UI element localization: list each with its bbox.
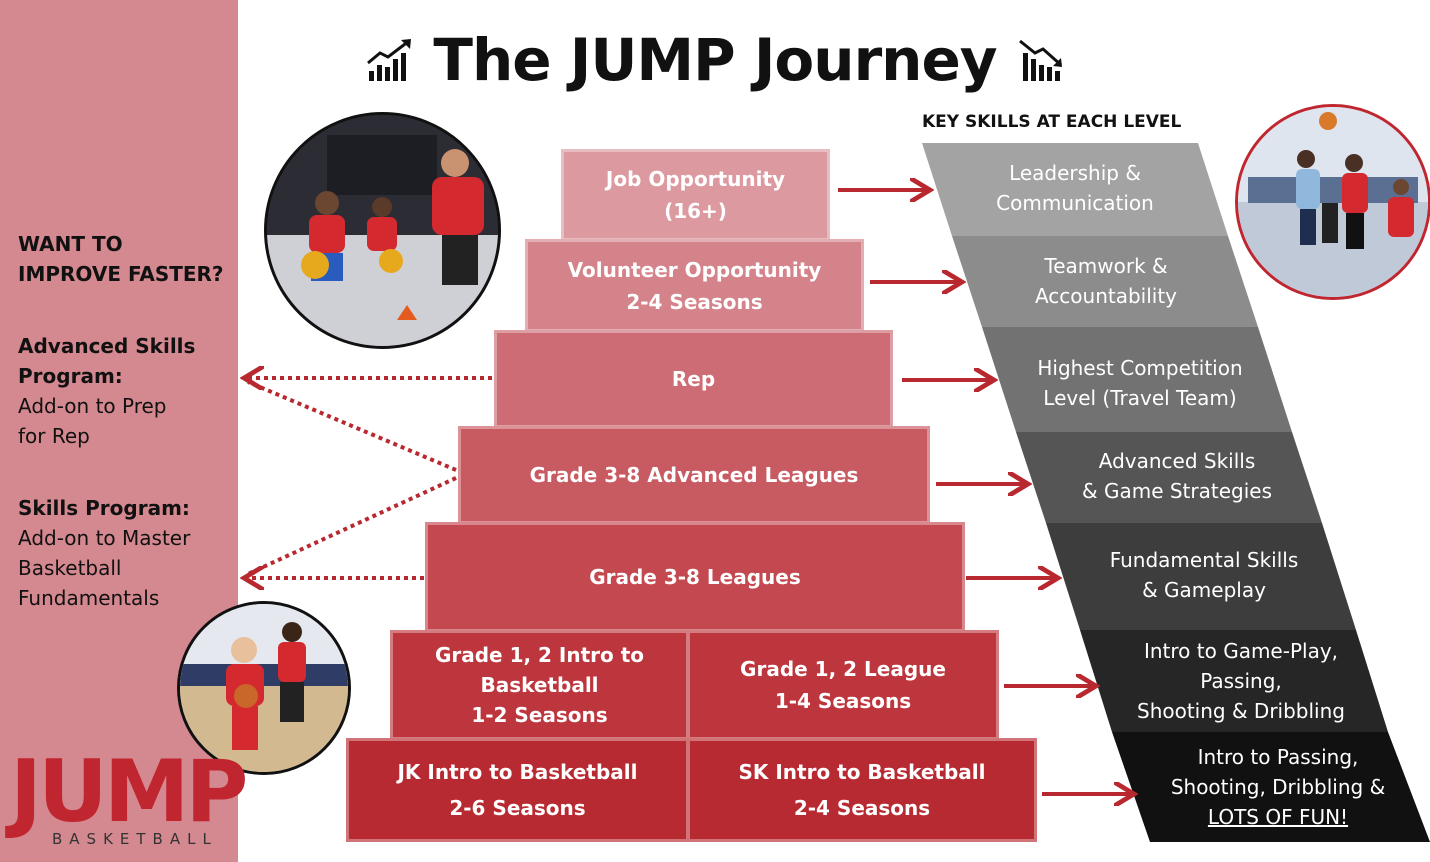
skill-7-line1: Intro to Passing, (1197, 745, 1359, 769)
step-job-line1: Job Opportunity (605, 167, 786, 191)
step-volunteer-line2: 2-4 Seasons (626, 289, 763, 314)
skill-text-2: Teamwork & Accountability (985, 251, 1227, 311)
skill-text-7: Intro to Passing, Shooting, Dribbling & … (1148, 742, 1408, 832)
advanced-skills-desc-line1: Add-on to Prep (18, 394, 167, 418)
step-g12-intro: Grade 1, 2 Intro to Basketball 1-2 Seaso… (390, 630, 689, 740)
skill-text-6: Intro to Game-Play, Passing, Shooting & … (1110, 636, 1372, 726)
chart-down-icon (1018, 39, 1062, 81)
step-leagues-line1: Grade 3-8 Leagues (589, 565, 801, 589)
skill-2-line1: Teamwork & (1044, 254, 1168, 278)
skill-band-2 (952, 236, 1258, 327)
skill-text-1: Leadership & Communication (955, 158, 1195, 218)
photo-jump-ball-illustration (1238, 107, 1428, 297)
page-title: The JUMP Journey (0, 22, 1430, 98)
skill-7-line3: LOTS OF FUN! (1207, 805, 1349, 829)
step-sk-intro: SK Intro to Basketball 2-4 Seasons (687, 738, 1037, 842)
step-job-opportunity: Job Opportunity (16+) (561, 149, 830, 241)
step-advanced-leagues-line1: Grade 3-8 Advanced Leagues (529, 463, 859, 487)
photo-jump-ball-circle (1235, 104, 1430, 300)
skill-6-line3: Shooting & Dribbling (1137, 699, 1345, 723)
skill-1-line1: Leadership & (1009, 161, 1141, 185)
step-g12-league-line2: 1-4 Seasons (774, 689, 912, 713)
advanced-skills-program: Advanced Skills Program: Add-on to Prep … (18, 331, 195, 451)
skill-6-line2: Passing, (1200, 669, 1282, 693)
skill-1-line2: Communication (996, 191, 1154, 215)
skills-program-title: Skills Program: (18, 496, 190, 520)
sidebar-prompt-line1: WANT TO (18, 232, 123, 256)
step-sk-intro-line1: SK Intro to Basketball (738, 760, 986, 784)
step-g12-intro-line2: Basketball (480, 673, 599, 697)
step-g12-intro-line1: Grade 1, 2 Intro to (434, 643, 645, 667)
skill-2-line2: Accountability (1034, 284, 1178, 308)
skills-program-desc-line2: Basketball (18, 556, 122, 580)
skill-band-1 (922, 143, 1228, 236)
dotted-arrow-advanced (247, 380, 457, 472)
step-jk-intro-line1: JK Intro to Basketball (397, 760, 638, 784)
logo-wordmark: JUMP (10, 742, 248, 842)
step-jk-intro: JK Intro to Basketball 2-6 Seasons (346, 738, 689, 842)
skill-6-line1: Intro to Game-Play, (1143, 639, 1339, 663)
skill-band-6 (1080, 630, 1388, 732)
skill-text-5: Fundamental Skills & Gameplay (1084, 545, 1324, 605)
step-g12-league-line1: Grade 1, 2 League (740, 657, 946, 681)
step-rep: Rep (494, 330, 893, 428)
skill-5-line1: Fundamental Skills (1109, 548, 1299, 572)
skill-3-line1: Highest Competition (1037, 356, 1243, 380)
skill-band-5 (1046, 523, 1356, 630)
title-text: The JUMP Journey (433, 26, 997, 94)
step-job-line2: (16+) (664, 199, 727, 223)
chart-up-icon (367, 39, 412, 81)
skill-5-line2: & Gameplay (1142, 578, 1266, 602)
skill-4-line2: & Game Strategies (1082, 479, 1272, 503)
skill-7-line2: Shooting, Dribbling & (1170, 775, 1386, 799)
skill-band-3 (982, 327, 1292, 432)
dotted-arrow-advanced-2 (247, 476, 457, 576)
advanced-skills-title-line1: Advanced Skills (18, 334, 196, 358)
skill-text-3: Highest Competition Level (Travel Team) (1020, 353, 1260, 413)
step-sk-intro-line2: 2-4 Seasons (793, 796, 931, 820)
step-rep-line1: Rep (671, 367, 716, 391)
jump-basketball-logo: JUMP BASKETBALL (10, 742, 248, 848)
advanced-skills-desc-line2: for Rep (18, 424, 90, 448)
step-leagues: Grade 3-8 Leagues (425, 522, 965, 632)
skills-program-desc-line1: Add-on to Master (18, 526, 191, 550)
step-jk-intro-line2: 2-6 Seasons (449, 796, 586, 820)
step-g12-intro-line3: 1-2 Seasons (471, 703, 608, 727)
skill-4-line1: Advanced Skills (1098, 449, 1256, 473)
skills-program-desc-line3: Fundamentals (18, 586, 160, 610)
skill-text-4: Advanced Skills & Game Strategies (1057, 446, 1297, 506)
photo-training-illustration (267, 115, 498, 346)
skill-band-4 (1016, 432, 1322, 523)
sidebar-prompt: WANT TO IMPROVE FASTER? (18, 229, 224, 289)
sidebar-prompt-line2: IMPROVE FASTER? (18, 262, 224, 286)
skills-program: Skills Program: Add-on to Master Basketb… (18, 493, 190, 613)
step-volunteer-line1: Volunteer Opportunity (567, 257, 822, 282)
skill-band-7 (1112, 732, 1430, 842)
photo-training-circle (264, 112, 501, 349)
logo-subtitle: BASKETBALL (52, 830, 218, 848)
key-skills-heading: KEY SKILLS AT EACH LEVEL (922, 112, 1182, 132)
advanced-skills-title-line2: Program: (18, 364, 123, 388)
skill-3-line2: Level (Travel Team) (1043, 386, 1237, 410)
